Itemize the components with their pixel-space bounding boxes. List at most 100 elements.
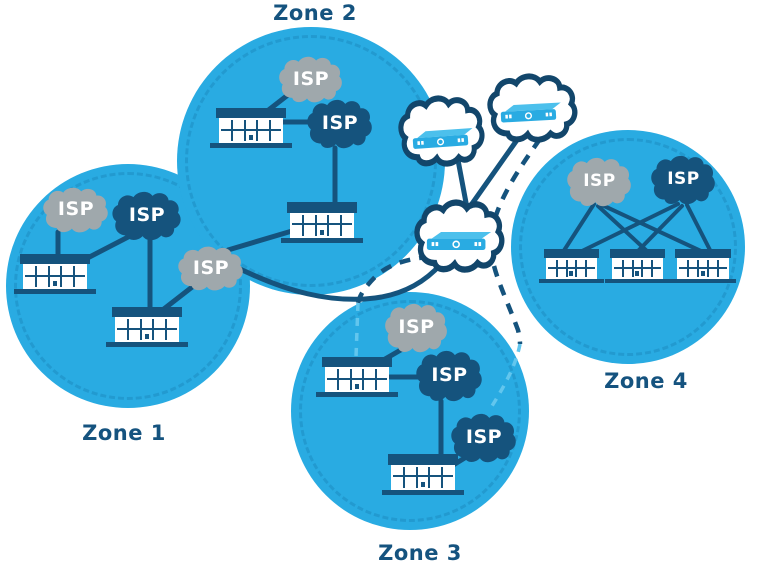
building-window <box>316 214 328 224</box>
isp-cloud-label: ISP <box>398 315 435 338</box>
isp-cloud-label: ISP <box>321 111 359 134</box>
building-window <box>24 266 36 275</box>
building-window <box>62 276 73 288</box>
building-window <box>699 259 707 267</box>
building-window <box>154 329 165 341</box>
building-body <box>218 118 284 144</box>
isp-cloud-label: ISP <box>431 363 468 386</box>
building-window <box>166 319 178 328</box>
building-base <box>669 278 737 283</box>
building-body <box>289 212 355 239</box>
building-window <box>37 266 48 275</box>
building-window <box>577 259 586 267</box>
building-window <box>718 259 727 267</box>
building-window <box>329 225 340 237</box>
zone2-dark-isp-cloud: ISP <box>305 98 375 150</box>
building-roof <box>544 249 599 258</box>
link-core-cloudC-zone3-dashed <box>355 254 431 304</box>
zone2-label: Zone 2 <box>273 1 357 25</box>
zone1-gray-isp-cloud-1: ISP <box>41 186 111 234</box>
building-window <box>557 259 566 267</box>
zone3-dark-isp-cloud-1: ISP <box>414 349 485 403</box>
building-door <box>417 477 429 489</box>
building-window <box>116 319 128 328</box>
zone1-building-2-icon <box>105 307 189 347</box>
zone4-building-1-icon <box>539 249 604 283</box>
building-window <box>326 369 338 378</box>
building-window <box>633 259 642 267</box>
zone3-label: Zone 3 <box>378 541 462 565</box>
building-window <box>376 379 388 391</box>
zone3-dark-isp-cloud-2: ISP <box>449 412 519 464</box>
link-zone3-building1-dashed-inner <box>354 302 360 358</box>
isp-cloud-label: ISP <box>292 67 330 90</box>
zone1-building-1-icon <box>13 254 97 294</box>
building-body <box>390 464 456 491</box>
building-window <box>141 319 153 328</box>
zone3-building-1-icon <box>315 357 399 397</box>
building-window <box>49 266 61 275</box>
building-body <box>22 264 88 290</box>
building-window <box>376 369 388 378</box>
building-body <box>546 257 597 279</box>
building-window <box>557 268 566 277</box>
router-icon <box>499 101 563 124</box>
building-window <box>587 268 595 277</box>
link-z4-dark-b3 <box>685 203 713 254</box>
link-core-cloudB-zone3-dashed <box>488 137 542 345</box>
zone1-gray-isp-cloud-2: ISP <box>176 245 246 292</box>
building-window <box>233 120 244 129</box>
zone4-label: Zone 4 <box>604 369 688 393</box>
building-window <box>258 130 269 142</box>
isp-cloud-label: ISP <box>192 256 230 279</box>
building-window <box>614 259 622 267</box>
building-window <box>718 268 727 277</box>
router-icon <box>426 231 492 251</box>
building-window <box>116 329 128 341</box>
zone4-building-2-icon <box>605 249 670 283</box>
building-window <box>679 259 688 267</box>
building-window <box>548 259 556 267</box>
building-body <box>114 317 180 343</box>
building-base <box>539 278 604 283</box>
building-window <box>291 225 303 237</box>
isp-cloud-label: ISP <box>583 171 616 191</box>
building-roof <box>216 108 286 119</box>
building-window <box>270 120 282 129</box>
building-base <box>605 278 670 283</box>
building-body <box>612 257 663 279</box>
building-door <box>245 130 257 142</box>
building-window <box>270 130 282 142</box>
building-window <box>679 268 688 277</box>
building-window <box>430 466 441 476</box>
building-window <box>430 477 441 489</box>
building-window <box>74 276 86 288</box>
building-window <box>326 379 338 391</box>
building-window <box>166 329 178 341</box>
link-core-cloudA-cloudC <box>455 157 470 211</box>
building-base <box>209 143 293 148</box>
building-window <box>220 130 232 142</box>
building-window <box>653 268 661 277</box>
building-window <box>405 477 416 489</box>
zone2-building-1-icon <box>209 108 293 148</box>
building-window <box>577 268 586 277</box>
building-window <box>258 120 269 129</box>
building-roof <box>388 454 458 465</box>
building-window <box>341 225 353 237</box>
building-window <box>74 266 86 275</box>
building-window <box>129 319 140 328</box>
link-z4-gray-b1 <box>561 202 596 254</box>
building-window <box>364 379 375 391</box>
isp-cloud-label: ISP <box>128 203 166 226</box>
building-window <box>708 268 717 277</box>
building-window <box>643 268 652 277</box>
zone3-gray-isp-cloud: ISP <box>383 302 450 354</box>
building-window <box>62 266 73 275</box>
building-roof <box>610 249 665 258</box>
building-window <box>339 369 350 378</box>
router-icon <box>411 127 475 150</box>
link-core-cloudB-cloudC <box>466 137 520 211</box>
building-window <box>341 214 353 224</box>
